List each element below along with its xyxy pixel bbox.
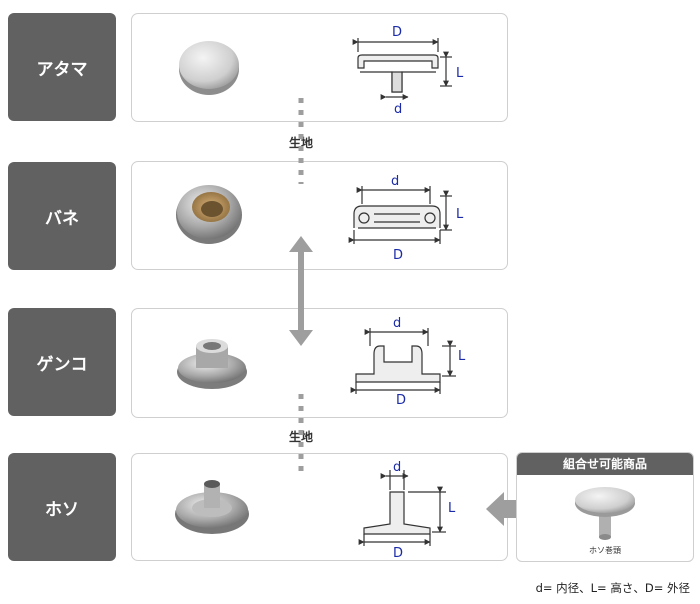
hoso-photo: [175, 480, 249, 534]
part-label-text: バネ: [45, 208, 79, 229]
combo-product-box[interactable]: 組合せ可能商品 ホソ巻頭: [516, 452, 694, 562]
dim-d-atama: d: [394, 102, 402, 117]
part-label-text: アタマ: [36, 59, 88, 80]
genko-cross-section: [350, 328, 456, 394]
dim-d-hoso: d: [393, 460, 401, 475]
hoso-cross-section: [358, 470, 446, 546]
dim-D-atama: D: [392, 25, 402, 40]
panel-genko: [131, 308, 508, 418]
dim-L-genko: L: [458, 349, 466, 364]
bane-photo: [176, 185, 242, 244]
part-label-genko: ゲンコ: [8, 308, 116, 416]
part-label-hoso: ホソ: [8, 453, 116, 561]
dim-L-bane: L: [456, 207, 464, 222]
combo-caption: ホソ巻頭: [589, 546, 621, 555]
dim-d-genko: d: [393, 316, 401, 331]
dim-L-atama: L: [456, 66, 464, 81]
bane-cross-section: [348, 186, 452, 244]
dim-L-hoso: L: [448, 501, 456, 516]
part-label-bane: バネ: [8, 162, 116, 270]
fabric-label-top: 生地: [289, 136, 314, 150]
part-label-text: ゲンコ: [36, 354, 88, 375]
dim-d-bane: d: [391, 174, 399, 189]
fabric-label-bottom: 生地: [289, 430, 314, 444]
dim-D-hoso: D: [393, 546, 403, 561]
atama-photo: [179, 41, 239, 95]
connection-double-arrow: [289, 236, 313, 346]
combo-arrow-left: [486, 492, 516, 526]
part-label-atama: アタマ: [8, 13, 116, 121]
combo-product-image: [575, 487, 635, 540]
dim-D-genko: D: [396, 393, 406, 408]
atama-cross-section: [352, 38, 452, 100]
genko-photo: [177, 339, 247, 389]
dimension-legend: d= 内径、L= 高さ、D= 外径: [535, 581, 690, 595]
dim-D-bane: D: [393, 248, 403, 263]
part-label-text: ホソ: [45, 499, 79, 520]
combo-title: 組合せ可能商品: [517, 453, 693, 475]
